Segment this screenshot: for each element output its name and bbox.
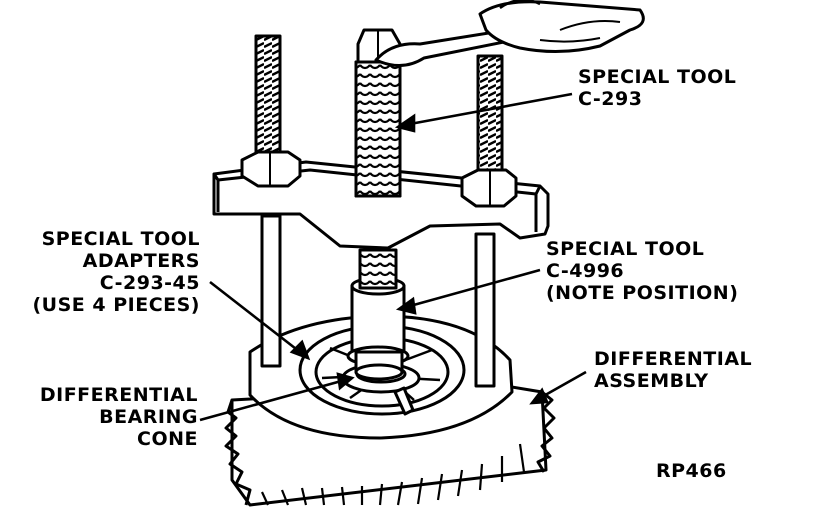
left-side-rod: [260, 214, 282, 368]
figure-reference-code: RP466: [656, 460, 727, 482]
label-special-tool-adapters: SPECIAL TOOL ADAPTERS C-293-45 (USE 4 PI…: [32, 228, 200, 316]
label-special-tool-c293: SPECIAL TOOL C-293: [578, 66, 737, 110]
label-differential-assembly: DIFFERENTIAL ASSEMBLY: [594, 348, 753, 392]
right-threaded-stud: [476, 54, 504, 182]
leader-diff-assembly: [539, 370, 587, 400]
leader-c4996: [409, 268, 541, 308]
tool-c4996: [346, 276, 410, 381]
right-side-rod: [474, 232, 496, 388]
leader-c293: [409, 92, 573, 126]
leader-adapters: [209, 280, 301, 354]
lower-screw-threads: [358, 248, 398, 290]
label-special-tool-c4996: SPECIAL TOOL C-4996 (NOTE POSITION): [546, 238, 739, 304]
leader-bearing-cone: [199, 378, 346, 422]
wrench-and-hand: [374, 0, 645, 67]
label-differential-bearing-cone: DIFFERENTIAL BEARING CONE: [39, 384, 198, 450]
left-threaded-stud: [254, 34, 282, 162]
